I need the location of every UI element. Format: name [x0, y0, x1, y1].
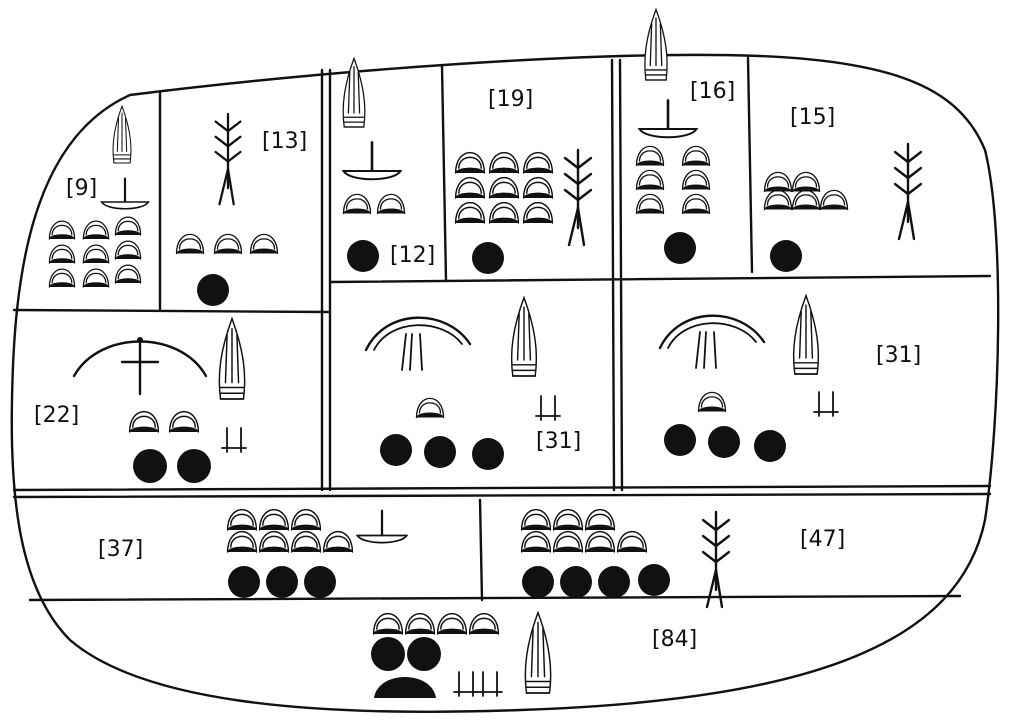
- cell-31-left: [31]: [364, 296, 581, 470]
- tablet-grid: [12, 56, 992, 602]
- tablet-outline: [10, 53, 1000, 713]
- cell-31-right: [31]: [658, 294, 921, 462]
- cell-label: [13]: [262, 129, 307, 154]
- cell-label: [47]: [800, 527, 845, 552]
- barley-sign: [214, 112, 242, 206]
- tally-sign: [477, 671, 503, 697]
- cell-label: [22]: [34, 403, 79, 428]
- eye-sign: [658, 314, 766, 370]
- cell-19: [19]: [454, 87, 593, 274]
- tally-sign: [535, 395, 561, 421]
- vessel-sign: [524, 611, 552, 694]
- cell-label: [9]: [66, 176, 97, 201]
- tally-sign: [221, 427, 247, 453]
- vessel-sign: [112, 105, 132, 164]
- large-d-impression: [374, 677, 436, 698]
- cell-label: [12]: [390, 243, 435, 268]
- vessel-sign: [644, 8, 668, 81]
- cell-label: [16]: [690, 79, 735, 104]
- cell-84: [84]: [371, 611, 697, 698]
- cell-12: [12]: [342, 57, 435, 272]
- barley-sign: [701, 510, 731, 609]
- cell-22: [22]: [34, 317, 247, 483]
- vessel-sign: [342, 57, 366, 128]
- eye-sign: [364, 316, 472, 372]
- scale-sign: [356, 509, 408, 544]
- cell-label: [84]: [652, 627, 697, 652]
- cell-13: [13]: [175, 112, 307, 306]
- cell-9: [9]: [48, 105, 150, 288]
- scale-sign: [342, 141, 402, 181]
- tally-sign: [813, 391, 839, 417]
- scale-sign: [638, 99, 698, 139]
- barley-sign: [893, 142, 923, 241]
- tally-sign: [453, 671, 479, 697]
- vessel-sign: [792, 294, 820, 375]
- cell-15: [15]: [763, 105, 923, 272]
- vessel-sign: [510, 296, 538, 377]
- cell-47: [47]: [520, 508, 845, 609]
- grain-impressions: [48, 216, 142, 288]
- vessel-sign: [218, 317, 246, 400]
- cell-16: [16]: [635, 8, 735, 264]
- cell-37: [37]: [98, 508, 408, 598]
- cell-label: [31]: [876, 343, 921, 368]
- cell-label: [19]: [488, 87, 533, 112]
- cell-label: [15]: [790, 105, 835, 130]
- round-impression: [197, 274, 229, 306]
- cell-label: [31]: [536, 429, 581, 454]
- cell-label: [37]: [98, 537, 143, 562]
- scale-sign: [100, 177, 150, 210]
- barley-sign: [563, 148, 593, 247]
